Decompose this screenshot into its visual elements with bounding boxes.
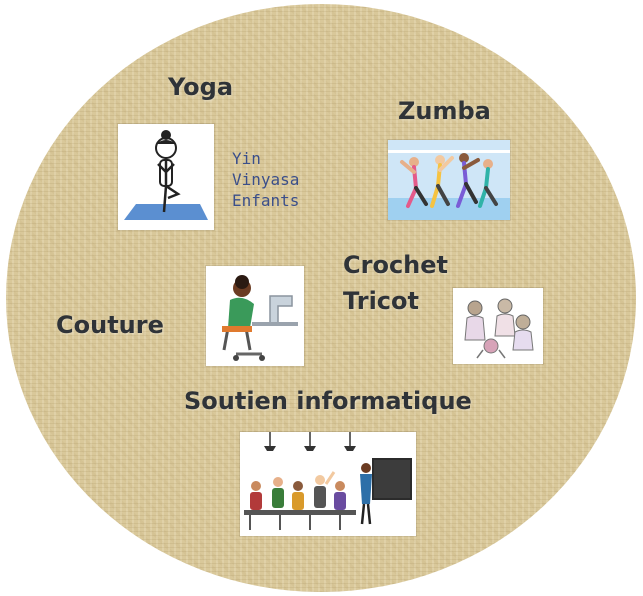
couture-title: Couture — [56, 311, 164, 339]
zumba-title: Zumba — [398, 97, 491, 125]
sewing-machine-icon — [222, 275, 298, 361]
yoga-styles-list: Yin Vinyasa Enfants — [232, 148, 299, 211]
informatique-illustration — [240, 432, 416, 536]
knitting-group-icon — [464, 298, 534, 359]
yoga-style-vinyasa: Vinyasa — [232, 170, 300, 189]
informatique-title: Soutien informatique — [184, 387, 472, 415]
yoga-style-yin: Yin — [232, 149, 261, 168]
crochet-illustration — [453, 288, 543, 364]
yoga-tree-pose-icon — [124, 130, 208, 220]
couture-illustration — [206, 266, 304, 366]
tricot-title: Tricot — [343, 287, 419, 315]
yoga-style-enfants: Enfants — [232, 191, 300, 210]
zumba-illustration — [388, 140, 510, 220]
classroom-presentation-icon — [244, 432, 412, 530]
yoga-title: Yoga — [168, 73, 234, 101]
yoga-illustration — [118, 124, 214, 230]
dancers-icon — [388, 140, 510, 220]
crochet-title: Crochet — [343, 251, 448, 279]
